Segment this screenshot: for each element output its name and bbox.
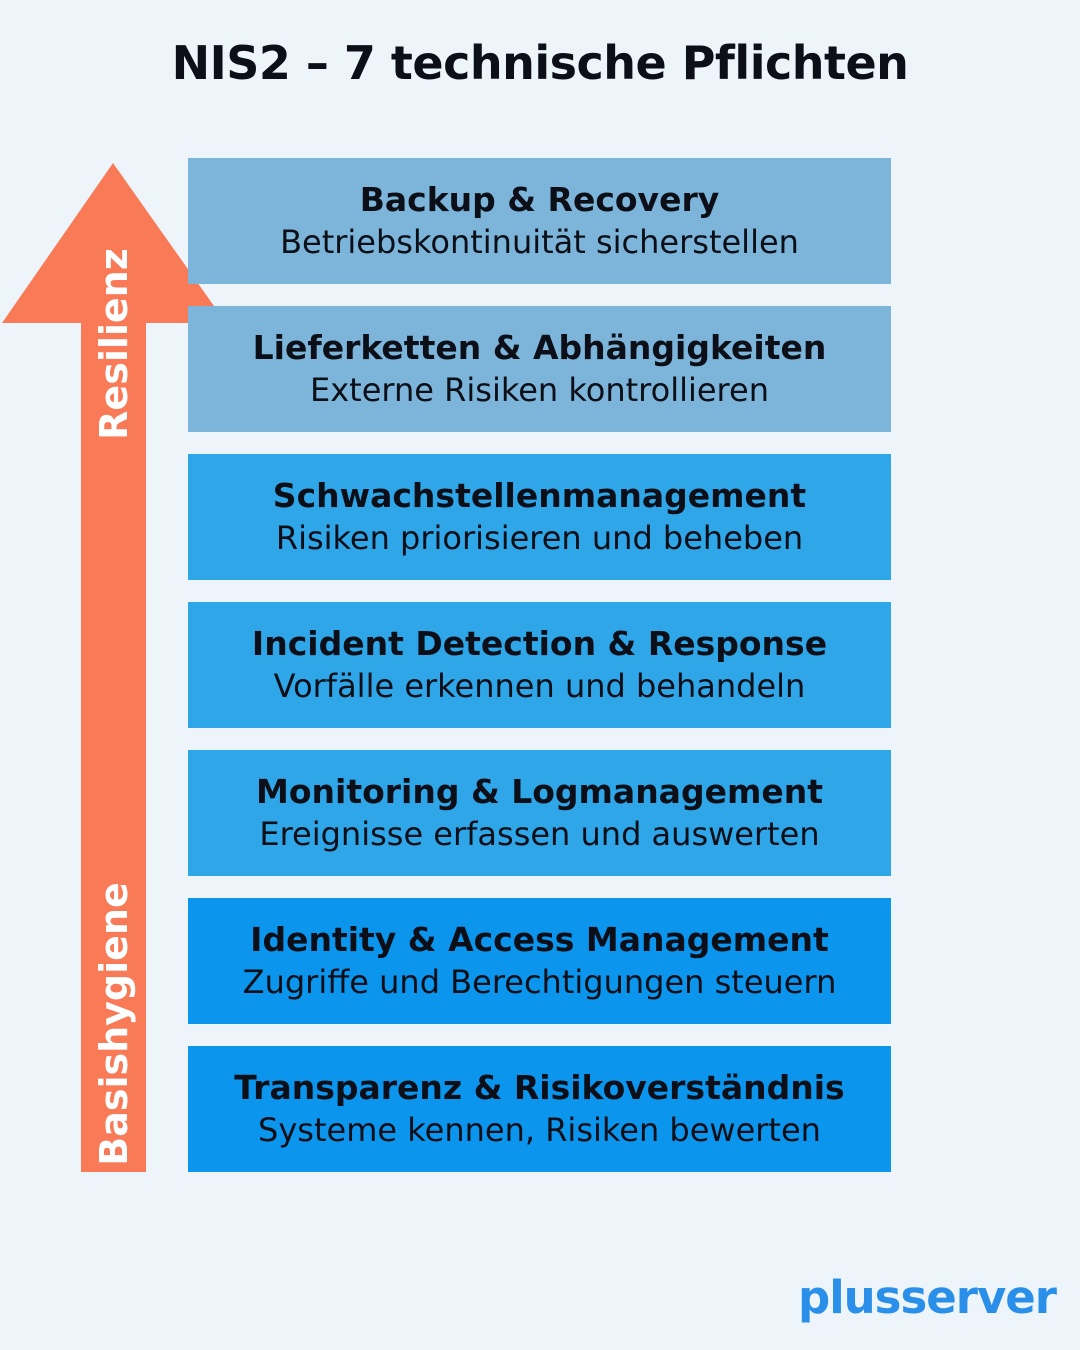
bar-subtitle: Risiken priorisieren und beheben	[275, 519, 804, 558]
bar-title: Monitoring & Logmanagement	[256, 771, 823, 811]
bar-subtitle: Vorfälle erkennen und behandeln	[273, 667, 806, 706]
arrow-label-basishygiene: Basishygiene	[92, 882, 136, 1166]
bar-subtitle: Betriebskontinuität sicherstellen	[280, 223, 799, 262]
bar-subtitle: Systeme kennen, Risiken bewerten	[258, 1111, 821, 1150]
obligation-bar-identity-access: Identity & Access Management Zugriffe un…	[188, 898, 891, 1024]
obligation-bar-transparenz-risikoverstaendnis: Transparenz & Risikoverständnis Systeme …	[188, 1046, 891, 1172]
page-title: NIS2 – 7 technische Pflichten	[171, 36, 909, 90]
bar-title: Lieferketten & Abhängigkeiten	[252, 327, 827, 367]
obligation-bar-incident-detection: Incident Detection & Response Vorfälle e…	[188, 602, 891, 728]
bar-title: Incident Detection & Response	[251, 623, 828, 663]
arrow-label-resilienz: Resilienz	[92, 248, 136, 440]
plusserver-logo: plusserver	[797, 1271, 1057, 1324]
obligation-bar-backup-recovery: Backup & Recovery Betriebskontinuität si…	[188, 158, 891, 284]
obligation-bar-schwachstellenmanagement: Schwachstellenmanagement Risiken prioris…	[188, 454, 891, 580]
obligation-bar-monitoring-logmanagement: Monitoring & Logmanagement Ereignisse er…	[188, 750, 891, 876]
bar-title: Schwachstellenmanagement	[272, 475, 807, 515]
bar-title: Transparenz & Risikoverständnis	[234, 1067, 845, 1107]
bar-subtitle: Ereignisse erfassen und auswerten	[259, 815, 820, 854]
obligation-bar-lieferketten: Lieferketten & Abhängigkeiten Externe Ri…	[188, 306, 891, 432]
bar-subtitle: Externe Risiken kontrollieren	[310, 371, 769, 410]
bar-title: Backup & Recovery	[359, 179, 720, 219]
obligation-bars: Backup & Recovery Betriebskontinuität si…	[188, 158, 891, 1172]
bar-title: Identity & Access Management	[250, 919, 829, 959]
bar-subtitle: Zugriffe und Berechtigungen steuern	[242, 963, 837, 1002]
